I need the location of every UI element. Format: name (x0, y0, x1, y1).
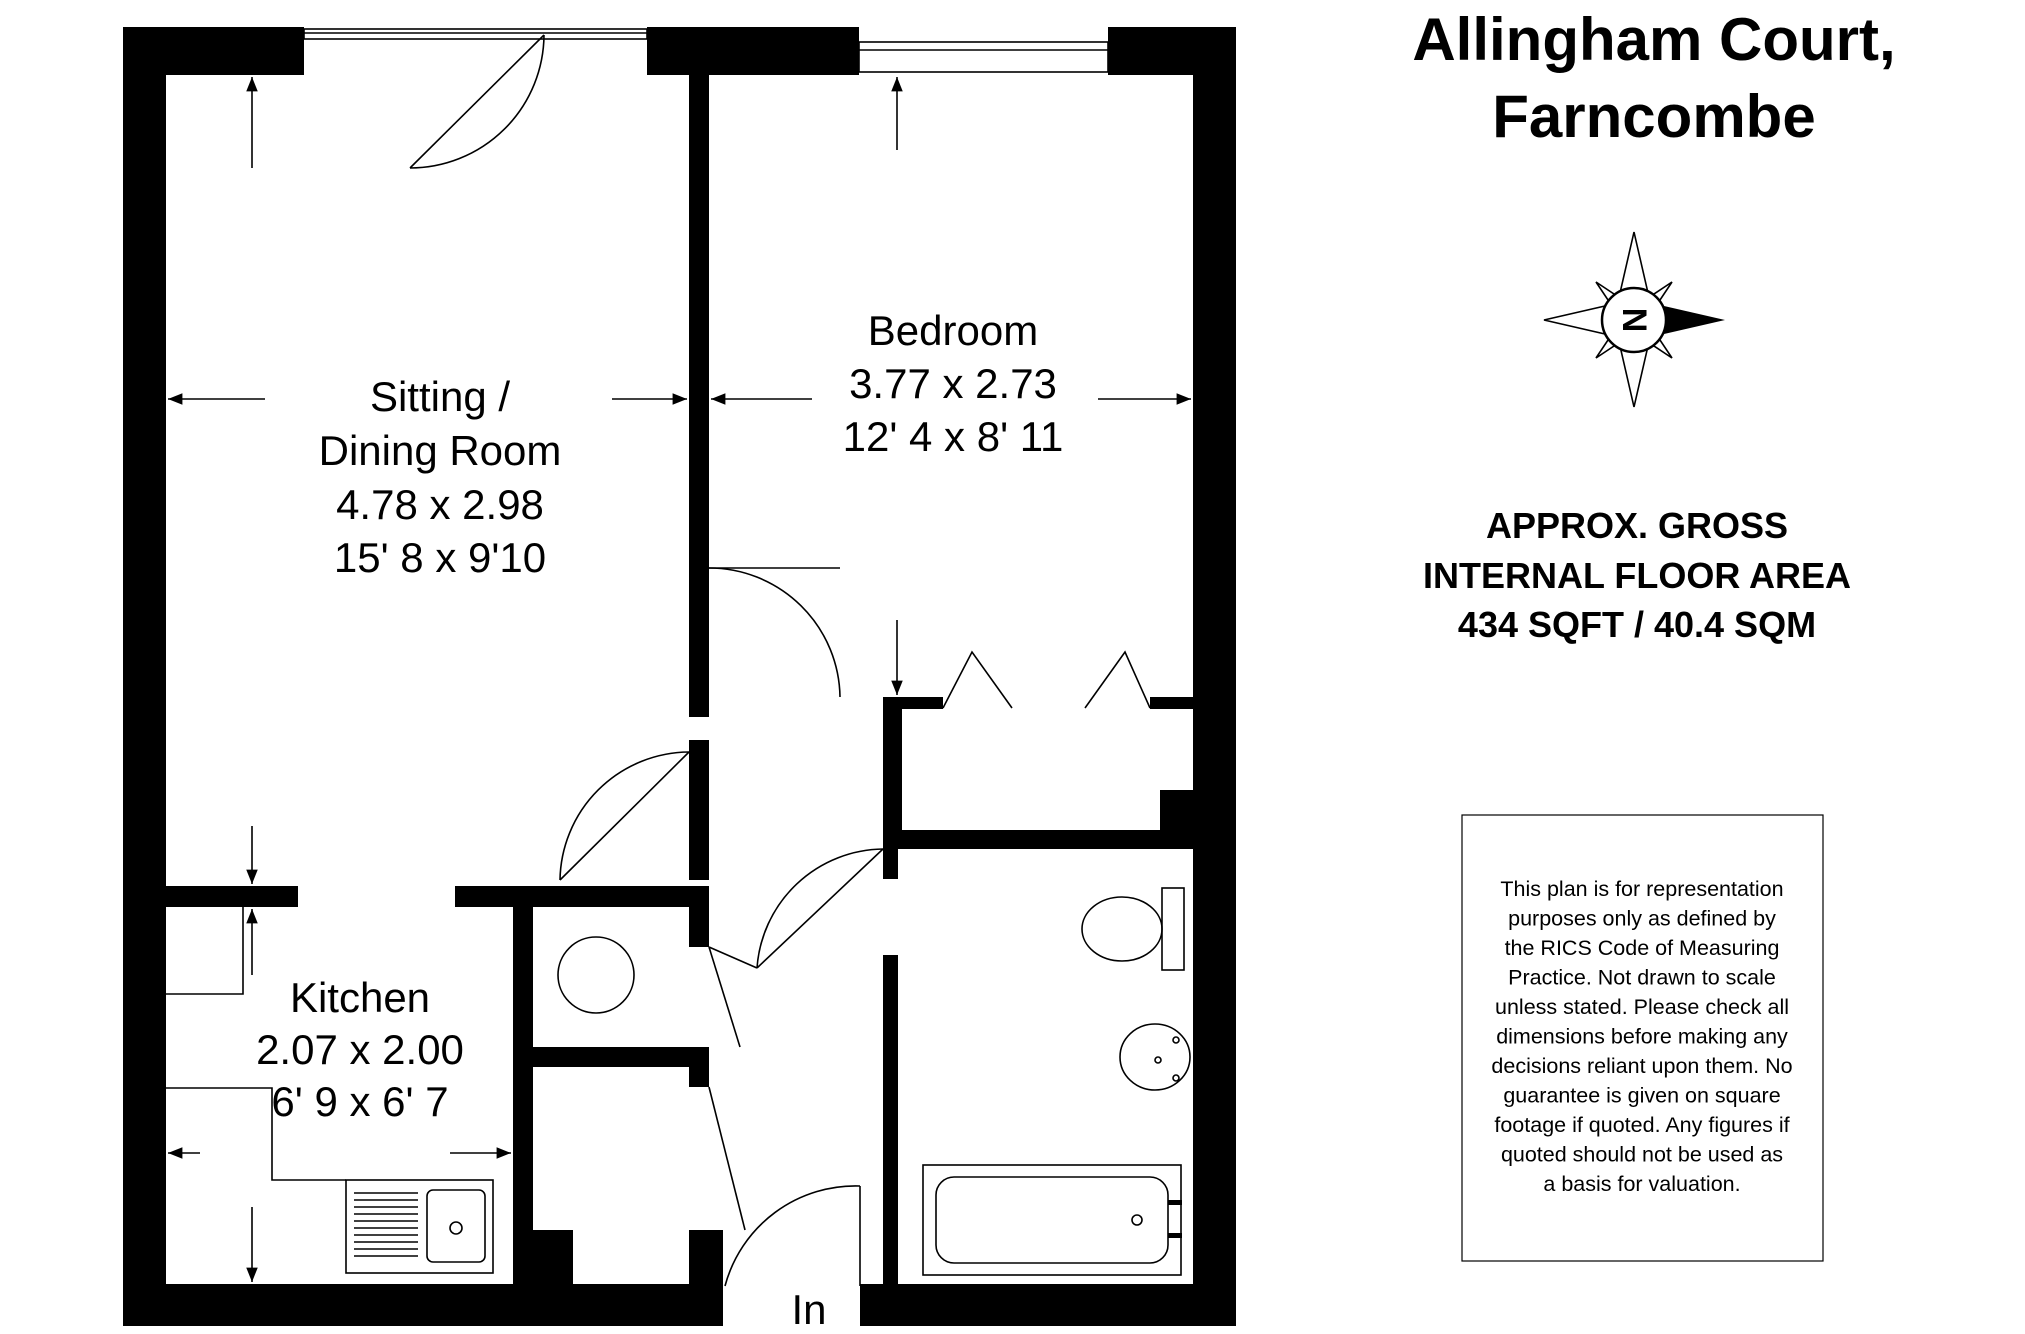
bedroom-name: Bedroom (868, 307, 1038, 354)
disclaimer-line: Practice. Not drawn to scale (1508, 966, 1776, 990)
disclaimer-line: footage if quoted. Any figures if (1494, 1113, 1789, 1137)
disclaimer-line: a basis for valuation. (1543, 1172, 1740, 1196)
bath (922, 1164, 1182, 1276)
kitchen-imperial: 6' 9 x 6' 7 (271, 1078, 448, 1125)
windows (303, 28, 1109, 73)
outer-walls (123, 27, 1236, 1326)
disclaimer-line: decisions reliant upon them. No (1491, 1054, 1792, 1078)
disclaimer-line: This plan is for representation (1500, 877, 1783, 901)
dimension-arrows (168, 77, 1191, 1282)
wash-basin (1119, 1023, 1191, 1091)
fixtures (166, 887, 1191, 1276)
door-swings (559, 567, 884, 1287)
room-label-kitchen: Kitchen 2.07 x 2.00 6' 9 x 6' 7 (256, 974, 464, 1125)
toilet-cistern (1161, 887, 1185, 971)
bedroom-metric: 3.77 x 2.73 (849, 360, 1057, 407)
bedroom-imperial: 12' 4 x 8' 11 (843, 413, 1064, 460)
room-label-bedroom: Bedroom 3.77 x 2.73 12' 4 x 8' 11 (843, 307, 1064, 460)
sitting-room-imperial: 15' 8 x 9'10 (334, 534, 546, 581)
area-line-1: APPROX. GROSS (1486, 505, 1788, 546)
sitting-room-name-1: Sitting / (370, 373, 510, 420)
disclaimer-line: dimensions before making any (1496, 1025, 1788, 1049)
entrance-label: In (791, 1286, 826, 1333)
title-line-2: Farncombe (1492, 83, 1815, 150)
disclaimer-line: purposes only as defined by (1508, 907, 1776, 931)
title-line-1: Allingham Court, (1412, 6, 1895, 73)
wardrobe-doors (942, 650, 1151, 709)
toilet-bowl (1081, 896, 1163, 962)
kitchen-name: Kitchen (290, 974, 430, 1021)
area-line-3: 434 SQFT / 40.4 SQM (1458, 604, 1816, 645)
sitting-room-name-2: Dining Room (319, 427, 562, 474)
room-label-sitting: Sitting / Dining Room 4.78 x 2.98 15' 8 … (319, 373, 562, 581)
disclaimer-line: guarantee is given on square (1503, 1084, 1780, 1108)
area-line-2: INTERNAL FLOOR AREA (1423, 555, 1851, 596)
disclaimer-line: quoted should not be used as (1501, 1143, 1783, 1167)
sitting-room-metric: 4.78 x 2.98 (336, 481, 544, 528)
kitchen-sink (345, 1179, 494, 1274)
disclaimer-line: the RICS Code of Measuring (1505, 936, 1780, 960)
kitchen-metric: 2.07 x 2.00 (256, 1026, 464, 1073)
internal-walls (166, 75, 1193, 1284)
disclaimer-line: unless stated. Please check all (1495, 995, 1789, 1019)
balcony-door (409, 34, 545, 169)
disclaimer-box (1461, 814, 1824, 1262)
disclaimer-text: This plan is for representation purposes … (1491, 877, 1792, 1196)
compass-letter: N (1615, 308, 1653, 333)
compass-icon: N (1543, 231, 1725, 408)
